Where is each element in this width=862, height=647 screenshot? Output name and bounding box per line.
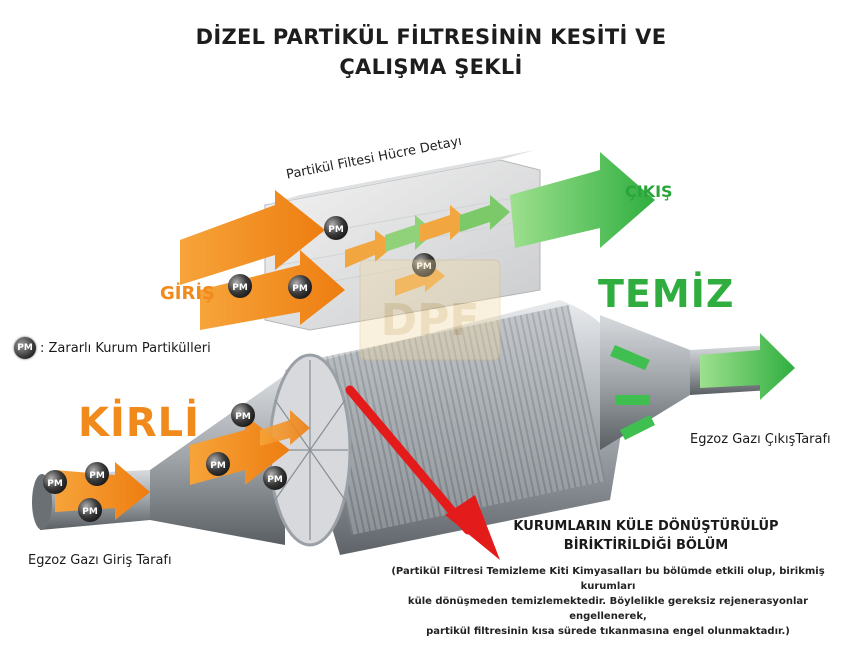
diagram-title: DİZEL PARTİKÜL FİLTRESİNİN KESİTİ VE ÇAL… [0, 22, 862, 82]
title-line-2: ÇALIŞMA ŞEKLİ [339, 55, 523, 79]
pm-particle-icon: PM [14, 337, 36, 359]
pm-particle-icon: PM [263, 466, 287, 490]
svg-text:PM: PM [328, 225, 344, 235]
red-arrow-icon [345, 385, 500, 560]
legend-text: : Zararlı Kurum Partikülleri [40, 340, 211, 356]
svg-text:PM: PM [82, 507, 98, 517]
pm-particle-icon: PM [231, 403, 255, 427]
ash-zone-title-line-1: KURUMLARIN KÜLE DÖNÜŞTÜRÜLÜP [513, 519, 779, 534]
exhaust-outlet-side-label: Egzoz Gazı ÇıkışTarafı [690, 432, 831, 447]
flow-arrow-icon [510, 152, 655, 248]
svg-text:PM: PM [89, 471, 105, 481]
pm-particle-icon: PM [228, 274, 252, 298]
pm-legend: PM : Zararlı Kurum Partikülleri [14, 337, 211, 359]
exhaust-inlet-side-label: Egzoz Gazı Giriş Tarafı [28, 553, 172, 568]
pm-particle-icons: PM PM PM PM PM PM PM PM PM PM [43, 216, 436, 522]
svg-text:DPF: DPF [381, 295, 480, 346]
ash-zone-desc-line-1: (Partikül Filtresi Temizleme Kiti Kimyas… [391, 566, 825, 592]
svg-text:PM: PM [235, 412, 251, 422]
svg-text:PM: PM [416, 262, 432, 272]
ash-zone-description: (Partikül Filtresi Temizleme Kiti Kimyas… [368, 564, 848, 639]
svg-text:PM: PM [292, 284, 308, 294]
dirty-label: KİRLİ [78, 400, 201, 446]
pm-particle-icon: PM [288, 275, 312, 299]
pm-particle-icon: PM [206, 452, 230, 476]
ash-zone-desc-line-2: küle dönüşmeden temizlemektedir. Böyleli… [407, 596, 809, 622]
ash-zone-title-line-2: BİRİKTİRİLDİĞİ BÖLÜM [563, 538, 729, 553]
svg-text:PM: PM [47, 479, 63, 489]
pm-particle-icon: PM [78, 498, 102, 522]
clean-label: TEMİZ [598, 272, 735, 316]
pm-particle-icon: PM [43, 470, 67, 494]
svg-text:PM: PM [232, 283, 248, 293]
ash-zone-desc-line-3: partikül filtresinin kısa sürede tıkanma… [426, 626, 790, 637]
pm-particle-icon: PM [85, 462, 109, 486]
svg-text:PM: PM [210, 461, 226, 471]
flow-arrow-icon [180, 190, 345, 330]
svg-text:PM: PM [267, 475, 283, 485]
outlet-label: ÇIKIŞ [625, 182, 673, 201]
ash-zone-title: KURUMLARIN KÜLE DÖNÜŞTÜRÜLÜP BİRİKTİRİLD… [512, 517, 780, 555]
pm-particle-icon: PM [412, 253, 436, 277]
inlet-label: GİRİŞ [160, 283, 215, 304]
flow-arrow-icon [610, 333, 795, 440]
watermark: DPF [359, 259, 501, 361]
title-line-1: DİZEL PARTİKÜL FİLTRESİNİN KESİTİ VE [195, 25, 667, 49]
pm-particle-icon: PM [324, 216, 348, 240]
